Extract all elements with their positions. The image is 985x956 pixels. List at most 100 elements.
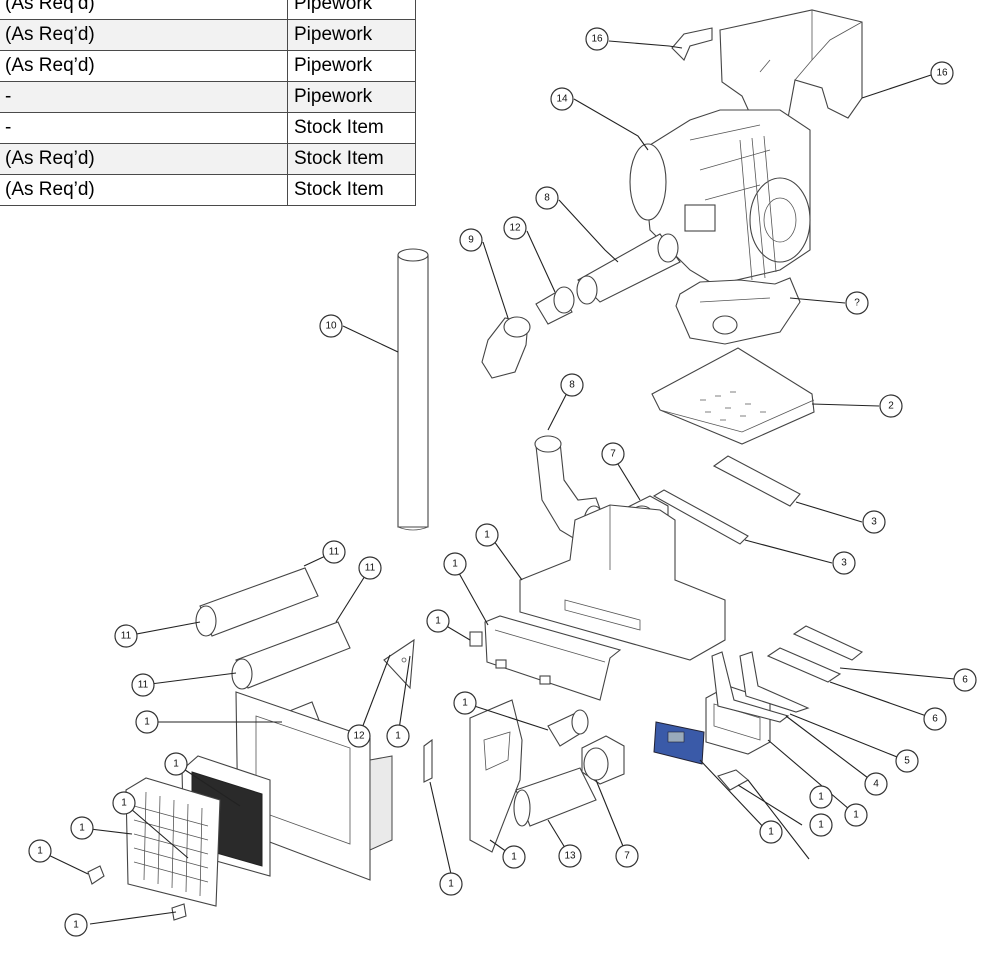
callout-label: 1 [79, 823, 85, 834]
callout: 16 [585, 27, 609, 51]
callout: 3 [862, 510, 886, 534]
callout-label: 1 [462, 698, 468, 709]
part-bracket-16 [671, 27, 713, 61]
callout: 5 [895, 749, 919, 773]
callout: 1 [70, 816, 94, 840]
part-screw-lower [171, 903, 187, 921]
callout: 1 [844, 803, 868, 827]
part-duct-housing [519, 504, 726, 661]
callout-label: 1 [768, 827, 774, 838]
part-display-unit [653, 721, 705, 765]
callout-label: 5 [904, 756, 910, 767]
callout-label: 13 [564, 851, 576, 862]
callout: 1 [112, 791, 136, 815]
callout: 1 [475, 523, 499, 547]
callout: 9 [459, 228, 483, 252]
table-row: -Pipework [0, 81, 416, 113]
callout-label: 16 [936, 68, 948, 79]
callout: 1 [759, 820, 783, 844]
table-row: (As Req’d)Stock Item [0, 174, 416, 206]
qty-cell: - [0, 81, 288, 113]
part-connector [547, 709, 589, 747]
callout: 13 [558, 844, 582, 868]
callout: 1 [135, 710, 159, 734]
callout: ? [845, 291, 869, 315]
callout: 1 [426, 609, 450, 633]
callout-label: 1 [484, 530, 490, 541]
part-elbow-9 [481, 316, 531, 379]
part-clip [717, 769, 749, 791]
callout: 12 [347, 724, 371, 748]
part-pipe-13 [513, 767, 597, 827]
part-strap-3-upper [712, 455, 801, 507]
part-front-panel [484, 615, 622, 701]
callout: 14 [550, 87, 574, 111]
parts-table: (As Req’d)Pipework (As Req’d)Pipework (A… [0, 0, 416, 206]
callout: 1 [386, 724, 410, 748]
category-cell: Pipework [287, 19, 416, 51]
callout: 10 [319, 314, 343, 338]
callout: 1 [453, 691, 477, 715]
callout-label: 1 [121, 798, 127, 809]
table-row: (As Req’d)Pipework [0, 50, 416, 82]
part-long-pipe-10 [397, 248, 429, 531]
callout-label: 1 [818, 792, 824, 803]
callout-label: 8 [569, 380, 575, 391]
part-small-tab [469, 631, 483, 647]
part-grille [125, 777, 221, 907]
part-valve-7-lower [581, 735, 625, 785]
callout-label: 1 [435, 616, 441, 627]
part-pipe-8-upper [576, 233, 681, 305]
part-triangle-bracket [383, 638, 415, 690]
part-screw-upper [87, 865, 105, 885]
part-pipe-11-a [195, 567, 319, 637]
qty-cell: - [0, 112, 288, 144]
callout: 12 [503, 216, 527, 240]
part-strap-3-lower [652, 489, 749, 545]
callout-label: 10 [325, 321, 337, 332]
callout: 11 [322, 540, 346, 564]
callout: 7 [601, 442, 625, 466]
callout-label: 1 [448, 879, 454, 890]
callout-label: 7 [624, 851, 630, 862]
part-trim-6-b [792, 625, 864, 661]
part-trim-5 [739, 651, 810, 713]
callout-label: 2 [888, 401, 894, 412]
callout-label: 12 [353, 731, 365, 742]
leader-lines [39, 40, 966, 925]
callout: 6 [923, 707, 947, 731]
category-cell: Stock Item [287, 112, 416, 144]
callout-label: 3 [871, 517, 877, 528]
part-motor-14 [629, 109, 811, 286]
callout: 1 [164, 752, 188, 776]
callout-label: 4 [873, 779, 879, 790]
callout: 11 [131, 673, 155, 697]
callout: 8 [560, 373, 584, 397]
part-trim-4 [711, 651, 790, 723]
callout: 1 [809, 813, 833, 837]
category-cell: Stock Item [287, 174, 416, 206]
callout: 11 [358, 556, 382, 580]
callout-label: 9 [468, 235, 474, 246]
callout: 1 [28, 839, 52, 863]
callout-label: 11 [329, 547, 340, 558]
callout: 6 [953, 668, 977, 692]
category-cell: Pipework [287, 81, 416, 113]
callout: 11 [114, 624, 138, 648]
part-motor-mount [675, 277, 801, 345]
part-small-post [423, 738, 433, 783]
table-row: (As Req’d)Pipework [0, 19, 416, 51]
callout: 8 [535, 186, 559, 210]
callout: 3 [832, 551, 856, 575]
callout: 7 [615, 844, 639, 868]
callout: 1 [439, 872, 463, 896]
callout: 2 [879, 394, 903, 418]
callout-label: 6 [962, 675, 968, 686]
part-trim-6-a [766, 647, 842, 683]
callout-label: 1 [173, 759, 179, 770]
callout-label: 14 [556, 94, 568, 105]
callout: 4 [864, 772, 888, 796]
callout-label: 8 [544, 193, 550, 204]
callout-label: 7 [610, 449, 616, 460]
